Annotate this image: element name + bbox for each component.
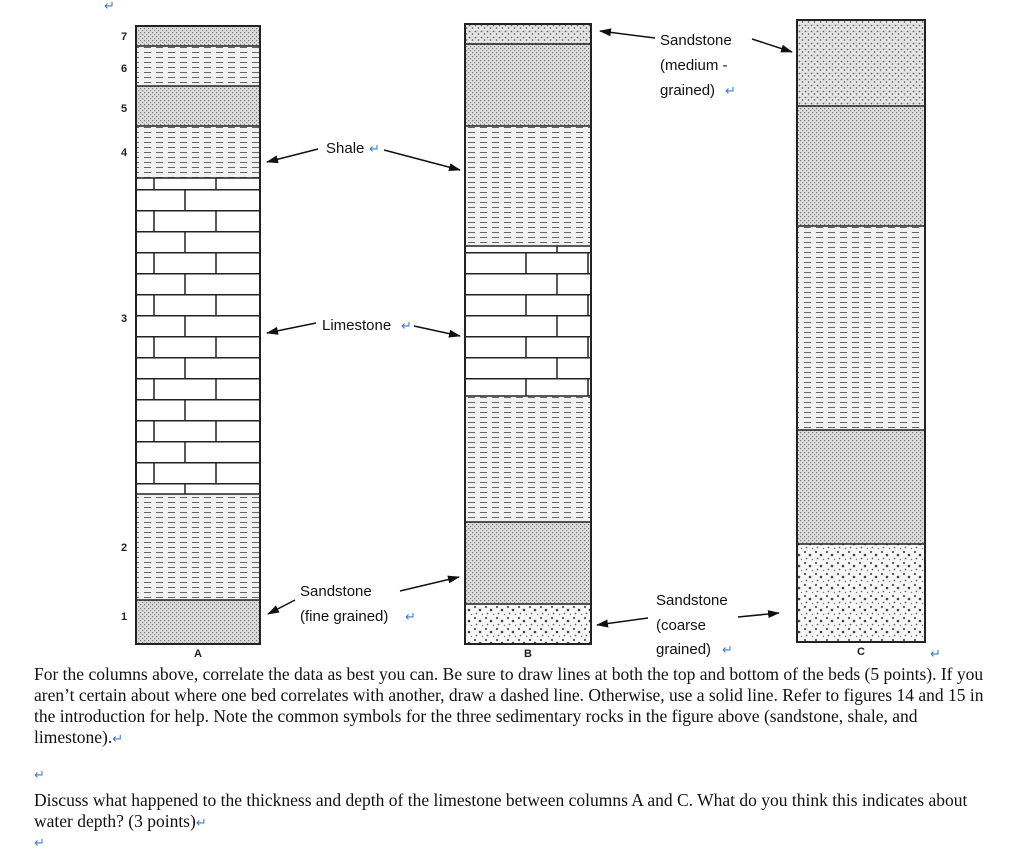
sandstone-medium-callout: Sandstone (medium - grained) ↵ <box>599 28 793 99</box>
column-b-outline <box>464 23 592 645</box>
bed-shale <box>465 396 591 522</box>
sandstone-coarse-callout: Sandstone (coarse grained) ↵ <box>596 592 780 658</box>
limestone-label: Limestone <box>322 317 391 334</box>
sandstone-coarse-label-line1: Sandstone <box>656 592 728 609</box>
arrow <box>266 322 317 335</box>
arrow <box>596 617 649 628</box>
instructions-text: For the columns above, correlate the dat… <box>34 664 984 747</box>
bed-sandstone-medium <box>797 20 925 106</box>
question-paragraph: Discuss what happened to the thickness a… <box>34 790 984 834</box>
return-mark: ↵ <box>725 84 736 99</box>
bed-sandstone-coarse <box>797 544 925 642</box>
return-mark: ↵ <box>722 643 733 658</box>
return-mark: ↵ <box>369 142 380 157</box>
bed-shale <box>465 126 591 246</box>
arrow <box>599 28 656 39</box>
sandstone-medium-label-line1: Sandstone <box>660 32 732 49</box>
bed-shale <box>136 494 260 600</box>
bed-shale <box>136 126 260 178</box>
shale-label: Shale <box>326 140 364 157</box>
arrow <box>751 38 793 53</box>
return-mark: ↵ <box>112 732 124 747</box>
arrow <box>399 575 460 592</box>
bed-sandstone-fine <box>797 430 925 544</box>
bed-sandstone-fine <box>465 44 591 126</box>
scale-tick-5: 5 <box>121 103 127 115</box>
scale-tick-1: 1 <box>121 611 127 623</box>
arrow <box>413 325 461 338</box>
sandstone-fine-label-line2: (fine grained) <box>300 608 388 625</box>
column-c <box>796 19 926 643</box>
column-b <box>464 23 592 645</box>
scale-ticks: 7 6 5 4 3 2 1 <box>121 31 128 623</box>
arrow <box>737 610 780 619</box>
limestone-callout: Limestone ↵ <box>266 317 461 338</box>
sandstone-fine-callout: Sandstone (fine grained) ↵ <box>267 575 460 625</box>
return-mark: ↵ <box>401 319 412 334</box>
bed-shale <box>797 226 925 430</box>
scale-tick-2: 2 <box>121 542 127 554</box>
sandstone-medium-label-line3: grained) <box>660 82 715 99</box>
column-label-c: C <box>857 646 865 658</box>
sandstone-fine-label-line1: Sandstone <box>300 583 372 600</box>
column-a <box>135 25 261 645</box>
scale-tick-6: 6 <box>121 63 127 75</box>
column-c-outline <box>796 19 926 643</box>
bed-limestone <box>136 178 260 494</box>
bed-sandstone-fine <box>136 26 260 46</box>
arrow <box>267 599 296 615</box>
bed-limestone <box>465 246 591 396</box>
instructions-paragraph: For the columns above, correlate the dat… <box>34 664 984 750</box>
return-mark: ↵ <box>34 768 45 783</box>
column-label-a: A <box>194 648 202 660</box>
bed-sandstone-fine <box>136 86 260 126</box>
bed-shale <box>136 46 260 86</box>
bed-sandstone-fine <box>797 106 925 226</box>
bed-sandstone-fine <box>136 600 260 644</box>
bed-sandstone-fine <box>465 522 591 604</box>
return-mark: ↵ <box>34 836 45 851</box>
return-mark: ↵ <box>195 816 207 831</box>
shale-callout: Shale ↵ <box>266 140 461 172</box>
sandstone-coarse-label-line3: grained) <box>656 641 711 658</box>
question-text: Discuss what happened to the thickness a… <box>34 790 968 831</box>
return-mark: ↵ <box>405 610 416 625</box>
column-label-b: B <box>524 648 532 660</box>
top-return-mark: ↵ <box>104 0 115 14</box>
arrow <box>383 149 461 172</box>
return-mark: ↵ <box>930 647 941 660</box>
stratigraphic-columns-figure: ↵ 7 6 5 4 3 2 1 <box>104 0 941 660</box>
arrow <box>266 148 319 164</box>
column-a-outline <box>135 25 261 645</box>
scale-tick-7: 7 <box>121 31 127 43</box>
bed-sandstone-medium <box>465 24 591 44</box>
scale-tick-3: 3 <box>121 313 127 325</box>
sandstone-coarse-label-line2: (coarse <box>656 617 706 634</box>
scale-tick-4: 4 <box>121 147 128 159</box>
bed-sandstone-coarse <box>465 604 591 644</box>
sandstone-medium-label-line2: (medium - <box>660 57 728 74</box>
